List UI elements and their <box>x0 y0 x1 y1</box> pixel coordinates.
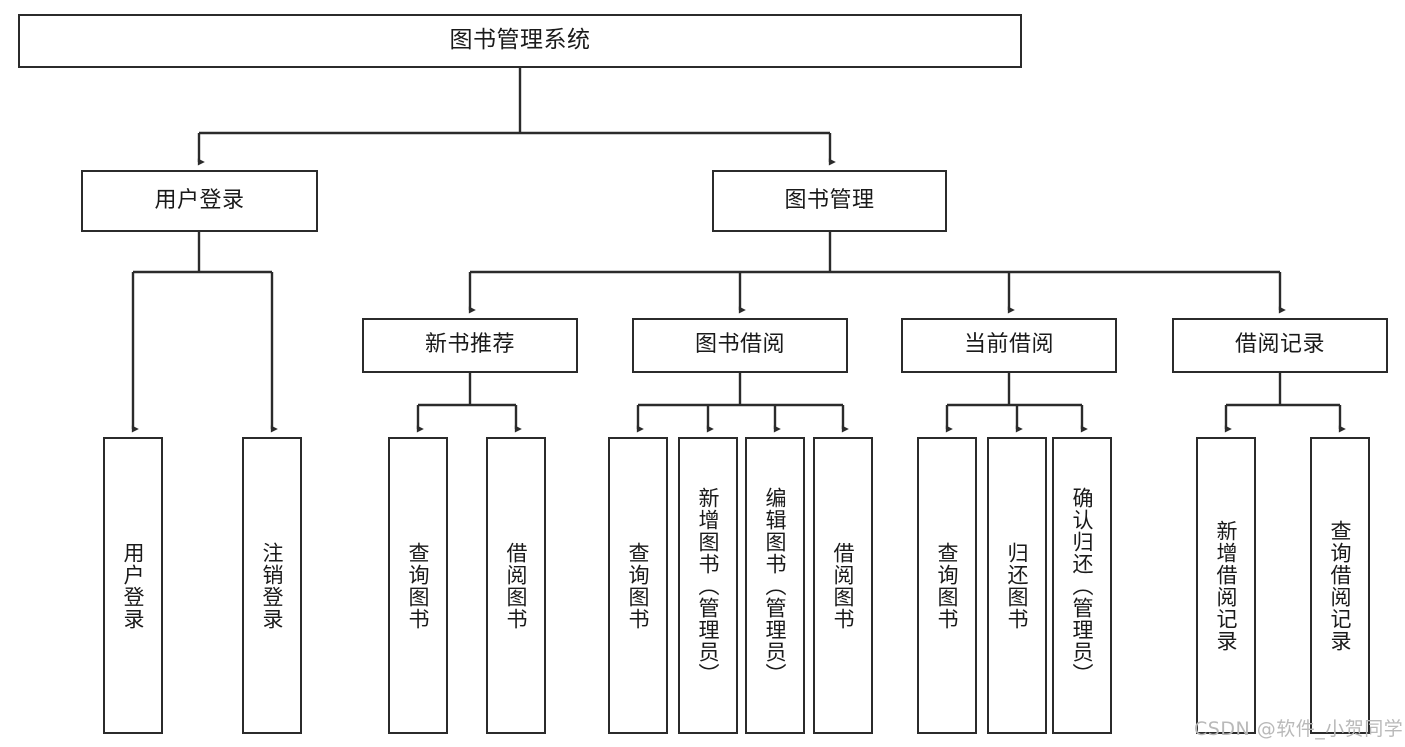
node-leaf-query-record-label: 查询借阅记录 <box>1328 519 1353 652</box>
node-borrow-record[interactable]: 借阅记录 <box>1172 318 1388 373</box>
node-leaf-return-book[interactable]: 归还图书 <box>987 437 1047 734</box>
node-leaf-borrow-book-1-label: 借阅图书 <box>504 541 529 630</box>
node-new-book-recommend[interactable]: 新书推荐 <box>362 318 578 373</box>
node-leaf-borrow-book-1[interactable]: 借阅图书 <box>486 437 546 734</box>
node-leaf-confirm-return[interactable]: 确认归还（管理员） <box>1052 437 1112 734</box>
node-leaf-return-book-label: 归还图书 <box>1005 541 1030 630</box>
node-current-borrow[interactable]: 当前借阅 <box>901 318 1117 373</box>
node-leaf-add-record[interactable]: 新增借阅记录 <box>1196 437 1256 734</box>
node-leaf-add-book-label: 新增图书（管理员） <box>696 486 721 685</box>
node-leaf-add-book[interactable]: 新增图书（管理员） <box>678 437 738 734</box>
node-leaf-query-book-1-label: 查询图书 <box>406 541 431 630</box>
node-leaf-query-book-3[interactable]: 查询图书 <box>917 437 977 734</box>
node-user-login[interactable]: 用户登录 <box>81 170 318 232</box>
node-leaf-add-record-label: 新增借阅记录 <box>1214 519 1239 652</box>
csdn-watermark: CSDN @软件_小贺同学 <box>1194 718 1404 740</box>
node-leaf-logout-login[interactable]: 注销登录 <box>242 437 302 734</box>
node-book-borrow[interactable]: 图书借阅 <box>632 318 848 373</box>
node-leaf-query-book-2[interactable]: 查询图书 <box>608 437 668 734</box>
node-leaf-borrow-book-2[interactable]: 借阅图书 <box>813 437 873 734</box>
node-leaf-logout-login-label: 注销登录 <box>260 541 285 630</box>
node-leaf-query-book-1[interactable]: 查询图书 <box>388 437 448 734</box>
node-leaf-user-login[interactable]: 用户登录 <box>103 437 163 734</box>
node-leaf-user-login-label: 用户登录 <box>121 541 146 630</box>
node-leaf-confirm-return-label: 确认归还（管理员） <box>1070 486 1095 685</box>
node-root-system[interactable]: 图书管理系统 <box>18 14 1022 68</box>
node-leaf-query-book-3-label: 查询图书 <box>935 541 960 630</box>
node-leaf-query-book-2-label: 查询图书 <box>626 541 651 630</box>
node-leaf-edit-book-label: 编辑图书（管理员） <box>763 486 788 685</box>
node-leaf-edit-book[interactable]: 编辑图书（管理员） <box>745 437 805 734</box>
node-leaf-query-record[interactable]: 查询借阅记录 <box>1310 437 1370 734</box>
node-leaf-borrow-book-2-label: 借阅图书 <box>831 541 856 630</box>
node-book-management[interactable]: 图书管理 <box>712 170 947 232</box>
